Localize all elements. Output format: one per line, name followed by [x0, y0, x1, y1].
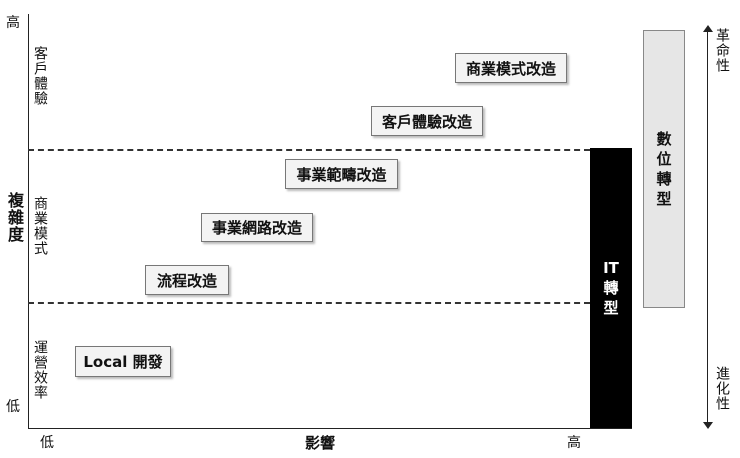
x-axis-title: 影響 [305, 434, 336, 452]
digital-transformation-bar: 數 位 轉 型 [643, 30, 685, 308]
it-transformation-text-1: IT [603, 259, 619, 277]
scale-label-revolutionary: 革命性 [714, 28, 730, 73]
digital-transformation-text-2: 位 [656, 150, 672, 168]
x-axis-high-label: 高 [567, 435, 581, 451]
box-customer-experience-transformation: 客戶體驗改造 [371, 106, 483, 136]
it-transformation-text-2: 轉 [603, 279, 619, 297]
it-transformation-text-3: 型 [603, 299, 619, 317]
digital-transformation-text-1: 數 [656, 130, 672, 148]
box-domain-transformation: 事業範疇改造 [285, 159, 398, 189]
y-axis-high-label: 高 [6, 15, 20, 31]
band-label-operational-efficiency: 運營效率 [32, 340, 48, 400]
band-label-business-model: 商業模式 [32, 196, 48, 256]
arrow-down-icon [703, 422, 713, 429]
scale-arrow-line [707, 30, 708, 424]
x-axis-low-label: 低 [40, 435, 54, 451]
x-axis-line [28, 428, 632, 429]
box-network-transformation: 事業網路改造 [201, 213, 313, 242]
digital-transformation-text-4: 型 [656, 190, 672, 208]
y-axis-line [28, 14, 29, 428]
scale-label-evolutionary: 進化性 [714, 366, 730, 411]
box-process-transformation: 流程改造 [145, 265, 229, 295]
it-transformation-bar: IT 轉 型 [590, 148, 632, 428]
band-divider-lower [28, 302, 590, 304]
arrow-up-icon [703, 25, 713, 32]
band-label-customer-experience: 客戶體驗 [32, 46, 48, 106]
band-divider-upper [28, 149, 590, 151]
box-business-model-transformation: 商業模式改造 [455, 53, 567, 83]
y-axis-title: 複雜度 [5, 192, 24, 243]
box-local-development: Local 開發 [75, 346, 171, 377]
y-axis-low-label: 低 [6, 399, 20, 415]
digital-transformation-text-3: 轉 [656, 170, 672, 188]
